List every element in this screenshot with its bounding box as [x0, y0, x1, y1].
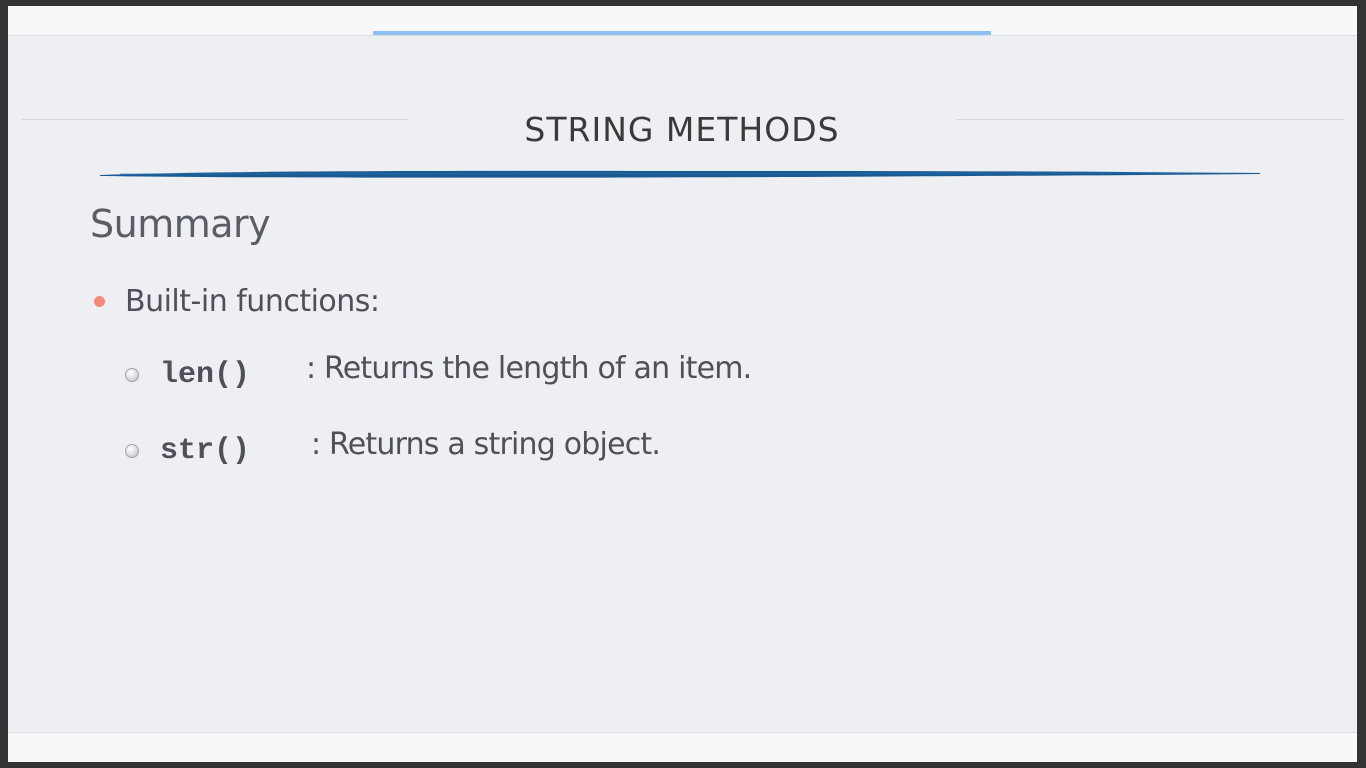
slide-bottom-band [8, 732, 1357, 762]
function-description: : Returns a string object. [311, 427, 661, 462]
function-name-code: str() [160, 434, 251, 468]
slide: STRING METHODS Summary Built-in function… [8, 6, 1357, 762]
title-rule-left [22, 119, 408, 120]
sub-bullet-circle-icon [125, 444, 139, 458]
slide-title: STRING METHODS [524, 110, 840, 149]
slide-top-accent-bar [373, 31, 991, 35]
bullet-dot-icon [94, 296, 105, 307]
function-description: : Returns the length of an item. [306, 351, 752, 386]
bullet-builtin-functions: Built-in functions: [94, 284, 380, 319]
title-underline-brush [100, 170, 1260, 178]
bullet-text: Built-in functions: [125, 284, 380, 319]
sub-bullet-circle-icon [125, 368, 139, 382]
slide-subtitle: Summary [90, 202, 271, 246]
title-rule-right [956, 119, 1344, 120]
function-name-code: len() [160, 358, 251, 392]
